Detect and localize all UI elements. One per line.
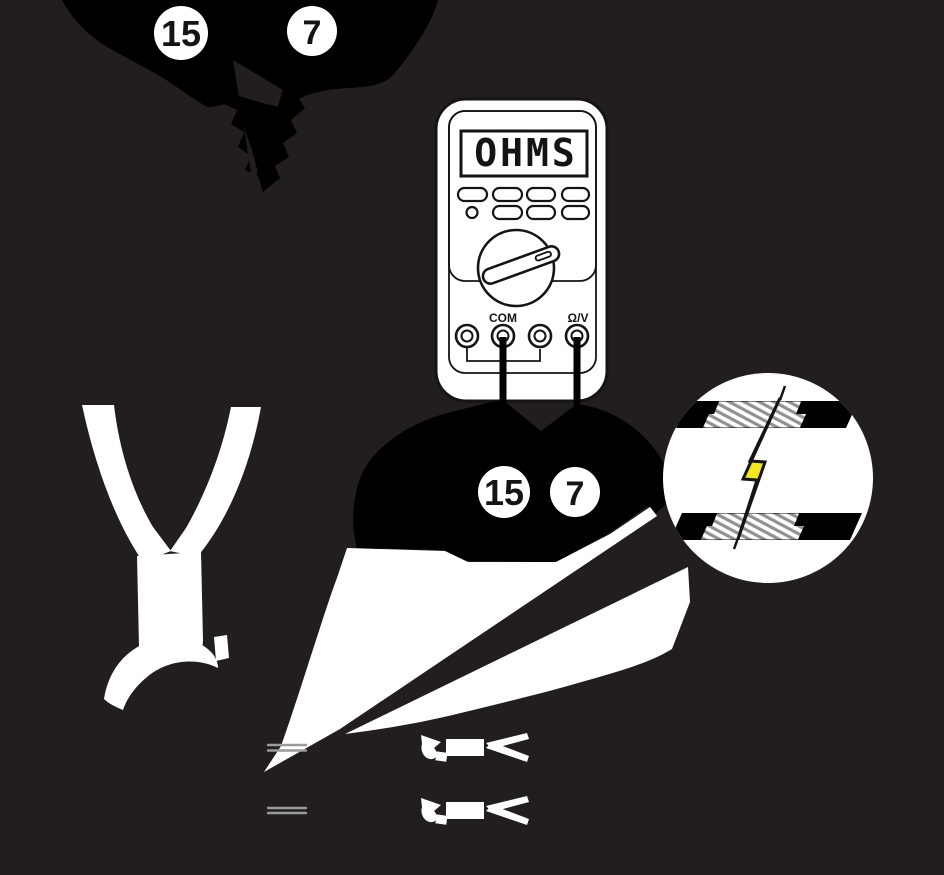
dial-pointer-slot (534, 250, 552, 262)
bolt-bottom-spike (732, 537, 740, 550)
stripped-strand-lower (486, 742, 529, 762)
harness-sleeve-chip (214, 635, 229, 661)
input-jacks: COM Ω/V (454, 311, 590, 362)
lcd-display (459, 129, 589, 178)
twisted-wire-pair (236, 95, 284, 192)
stripped-wire-icon-1 (421, 733, 529, 762)
wire-insulation-body (446, 802, 484, 819)
bolt-top-spike (778, 385, 787, 401)
wire-body-tab (435, 751, 448, 762)
wire-seal-blob (421, 798, 441, 823)
function-button (491, 186, 524, 203)
wire-7-callout-top: 7 (287, 6, 337, 56)
short-circuit-inset (663, 373, 873, 583)
wire-15-label-top: 15 (161, 13, 201, 54)
lcd-display-text: OHMS (474, 131, 578, 175)
ohm-v-jack-label: Ω/V (568, 311, 589, 325)
terminal-dash-marks (266, 743, 308, 815)
multimeter: OHMS COM Ω/V (434, 97, 609, 426)
wire-15-callout-top: 15 (154, 6, 208, 60)
function-button (560, 186, 591, 203)
com-jack-label: COM (489, 311, 517, 325)
upper-wire-stripped-section (703, 401, 806, 428)
right-wire-arm (170, 407, 261, 557)
wire-insulation-body (446, 739, 484, 756)
harness-wire-wedges (264, 507, 690, 772)
dial-pointer (481, 245, 561, 285)
wire-15-callout-mid: 15 (478, 466, 530, 518)
wire-7-label-top: 7 (303, 14, 322, 52)
jack-1-inner (460, 329, 474, 343)
lightning-bolt-icon (736, 397, 782, 540)
lower-wire-wedge (345, 567, 690, 734)
stripped-wire-icon-2 (421, 796, 529, 825)
upper-wire-wedge (264, 507, 657, 772)
terminal-dash-2 (266, 806, 308, 815)
left-wire-harness (82, 405, 261, 710)
lower-wire-stripped-section (701, 513, 804, 540)
jack-3-inner (533, 329, 547, 343)
function-button (525, 204, 557, 221)
harness-bend-ribbon (104, 637, 218, 710)
function-button (491, 204, 524, 221)
wire-seal-blob (421, 735, 441, 760)
stripped-strand-lower (486, 805, 529, 825)
rotary-dial (476, 228, 561, 308)
wire-15-label-mid: 15 (484, 472, 524, 513)
wire-7-callout-mid: 7 (550, 467, 600, 517)
function-button (525, 186, 557, 203)
power-button (465, 205, 479, 220)
probe-connection-silhouette: 15 7 (353, 400, 671, 562)
function-button (456, 186, 489, 203)
wire-body-tab (435, 814, 448, 825)
function-button (560, 204, 591, 221)
wire-7-label-mid: 7 (566, 475, 585, 513)
function-buttons (456, 186, 591, 221)
left-wire-arm (82, 405, 171, 562)
top-connector-silhouette: 15 7 (60, 0, 438, 192)
terminal-dash-1 (266, 743, 308, 752)
harness-sleeve (137, 552, 203, 660)
